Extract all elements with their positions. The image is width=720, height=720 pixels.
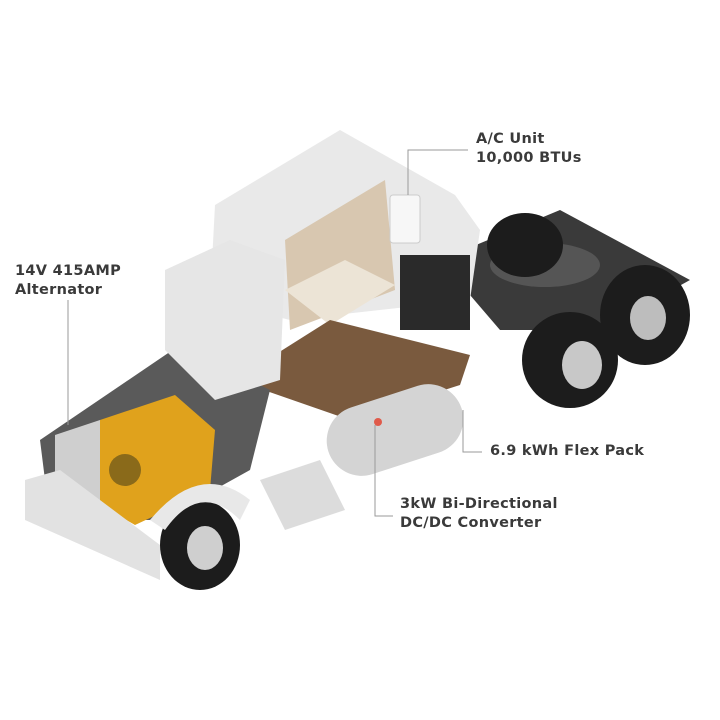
ac-unit-leader-line [407,149,468,195]
electronics-box [400,255,470,330]
steps [260,460,345,530]
flex-pack-tank [326,384,464,476]
rear-hub [562,341,602,389]
rear-tire [487,213,563,277]
ac-unit-label-line2: 10,000 BTUs [476,150,582,166]
rear-hub [630,296,666,340]
front-fender [150,484,250,530]
converter-leader-line [374,425,393,517]
ac-unit [389,194,421,244]
bed [285,260,395,325]
alternator-callout: 14V 415AMP Alternator [15,262,121,300]
alternator-label-line2: Alternator [15,282,103,298]
front-hub [187,526,223,570]
converter-label-line2: DC/DC Converter [400,515,542,531]
ac-unit-callout: A/C Unit 10,000 BTUs [476,130,582,168]
front-bumper [25,470,160,580]
flex-pack-label: 6.9 kWh Flex Pack [490,443,645,459]
engine-pulley [109,454,141,486]
flex-pack-leader-line [462,410,482,453]
converter-marker [374,418,382,426]
ac-unit-label-line1: A/C Unit [476,131,545,147]
converter-callout: 3kW Bi-Directional DC/DC Converter [400,495,558,533]
converter-label-line1: 3kW Bi-Directional [400,496,558,512]
flex-pack-callout: 6.9 kWh Flex Pack [490,442,644,461]
alternator-label-line1: 14V 415AMP [15,263,121,279]
front-cab [165,240,285,400]
